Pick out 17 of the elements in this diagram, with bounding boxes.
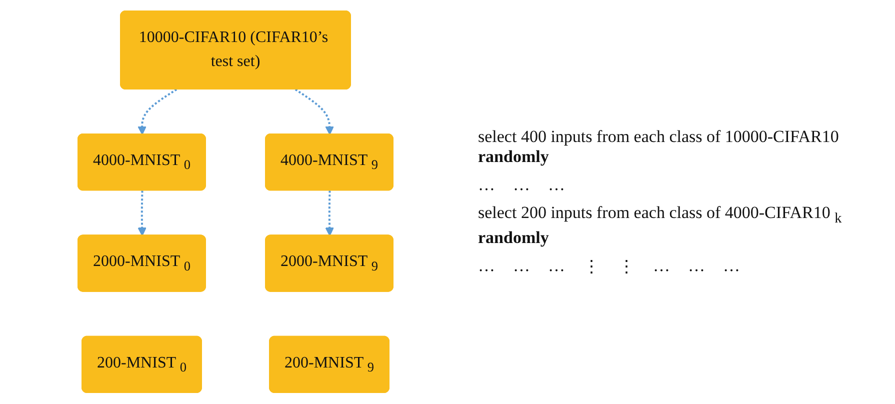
ellipsis: … [478,256,495,277]
ellipsis: … [653,256,670,277]
arrow [137,88,177,136]
arrow [137,190,146,236]
arrow [324,190,334,236]
ellipsis: ⋮ [583,256,600,277]
ellipsis: … [513,175,530,196]
note-text: select 200 inputs from each class of 4000-CIFAR10 $_{k}$ randomly [478,203,843,248]
ellipsis: … [548,175,565,196]
note-text: select 400 inputs from each class of 10000-CIFAR10 randomly [478,127,840,168]
arrow [294,88,334,136]
ellipsis: … [688,256,705,277]
ellipsis: ⋮ [618,256,635,277]
ellipsis: … [478,175,495,196]
ellipsis: … [513,256,530,277]
ellipsis: … [548,256,565,277]
ellipsis: … [723,256,740,277]
